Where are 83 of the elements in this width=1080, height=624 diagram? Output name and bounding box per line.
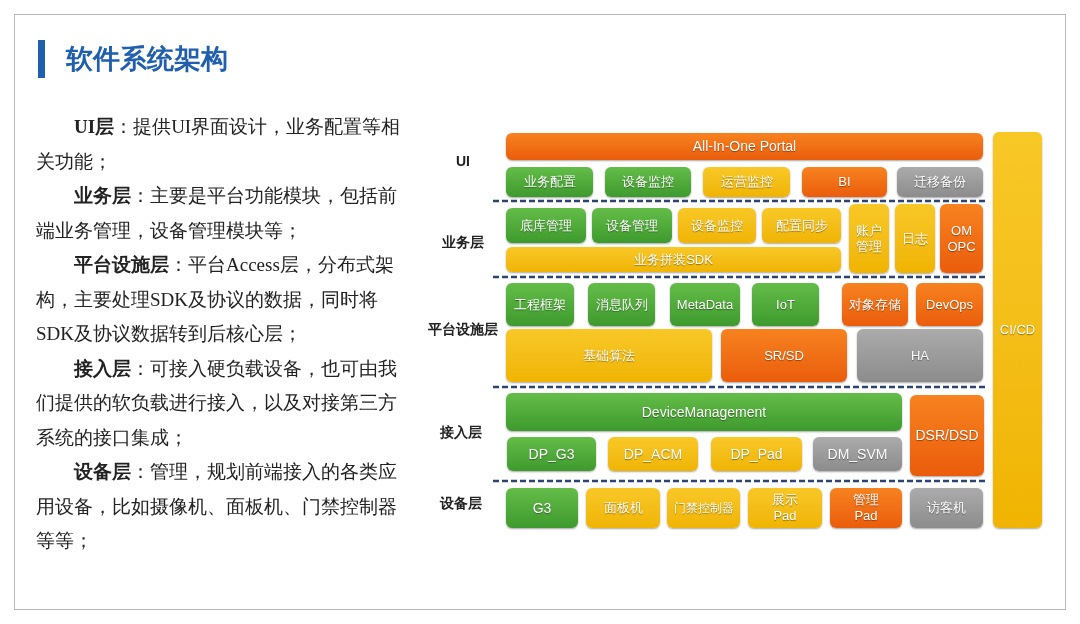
module-tile bbox=[849, 204, 889, 273]
module-label: 配置同步 bbox=[775, 217, 828, 234]
module-tile bbox=[842, 283, 908, 326]
module-tile bbox=[592, 208, 672, 243]
module-label: 工程框架 bbox=[514, 296, 566, 313]
module-tile bbox=[897, 167, 983, 197]
module-tile bbox=[506, 393, 902, 431]
module-tile bbox=[813, 437, 902, 471]
module-tile bbox=[506, 283, 574, 326]
module-tile bbox=[762, 208, 841, 243]
layer-label: UI bbox=[456, 151, 470, 171]
module-label: 门禁控制器 bbox=[673, 500, 734, 516]
module-tile bbox=[802, 167, 887, 197]
module-label: 设备管理 bbox=[606, 217, 658, 234]
module-label: 面板机 bbox=[603, 500, 643, 516]
module-tile bbox=[605, 167, 691, 197]
module-tile bbox=[506, 167, 593, 197]
module-tile bbox=[506, 133, 983, 160]
vertical-bar bbox=[993, 132, 1042, 528]
module-label: 迁移备份 bbox=[914, 174, 966, 190]
module-label: All-In-One Portal bbox=[692, 138, 797, 155]
layer-label: 平台设施层 bbox=[428, 319, 498, 339]
module-tile bbox=[506, 208, 586, 243]
module-tile bbox=[830, 488, 902, 528]
module-label: DSR/DSD bbox=[915, 427, 979, 444]
module-tile bbox=[506, 247, 841, 272]
module-label: 消息队列 bbox=[595, 296, 648, 313]
description-paragraph: 平台设施层：平台Access层，分布式架构，主要处理SDK及协议的数据，同时将SDK及协议数据转到后核心层； bbox=[36, 253, 395, 346]
description-paragraph: 设备层：管理，规划前端接入的各类应用设备，比如摄像机、面板机、门禁控制器等等； bbox=[36, 460, 398, 553]
module-tile bbox=[670, 283, 740, 326]
module-tile bbox=[721, 329, 847, 382]
module-label: DeviceManagement bbox=[641, 403, 767, 421]
description-paragraph: 接入层：可接入硬负载设备，也可由我们提供的软负载进行接入，以及对接第三方系统的接口集成； bbox=[36, 356, 398, 450]
slide-title: 软件系统架构 bbox=[66, 43, 228, 76]
module-label: 账户管理 bbox=[855, 222, 883, 255]
module-tile bbox=[703, 167, 790, 197]
description-paragraph: 业务层：主要是平台功能模块，包括前端业务管理，设备管理模块等； bbox=[36, 184, 398, 243]
module-label: 日志 bbox=[902, 230, 928, 247]
module-label: 对象存储 bbox=[849, 296, 901, 313]
layer-label: 接入层 bbox=[440, 422, 482, 442]
module-tile bbox=[678, 208, 756, 243]
module-tile bbox=[748, 488, 822, 528]
module-tile bbox=[940, 204, 983, 273]
module-tile bbox=[667, 488, 740, 528]
module-tile bbox=[916, 283, 983, 326]
module-tile bbox=[711, 437, 802, 471]
module-tile bbox=[910, 395, 984, 476]
module-tile bbox=[506, 329, 712, 382]
module-label: 业务拼装SDK bbox=[634, 251, 713, 268]
module-tile bbox=[752, 283, 819, 326]
module-label: DP_ACM bbox=[623, 445, 683, 463]
module-tile bbox=[586, 488, 660, 528]
module-label: 展示Pad bbox=[771, 492, 799, 524]
module-label: DM_SVM bbox=[827, 445, 888, 463]
module-label: 业务配置 bbox=[523, 174, 576, 190]
module-label: DevOps bbox=[926, 296, 973, 313]
module-label: MetaData bbox=[676, 296, 734, 313]
module-label: 访客机 bbox=[927, 500, 966, 516]
module-label: IoT bbox=[776, 296, 795, 313]
module-tile bbox=[895, 204, 935, 273]
module-tile bbox=[857, 329, 983, 382]
module-tile bbox=[588, 283, 655, 326]
module-tile bbox=[506, 488, 578, 528]
module-label: SR/SD bbox=[764, 347, 804, 364]
module-label: BI bbox=[838, 174, 851, 190]
module-label: DP_Pad bbox=[730, 445, 783, 463]
module-tile bbox=[507, 437, 596, 471]
module-label: G3 bbox=[532, 499, 552, 517]
module-label: 管理Pad bbox=[852, 492, 880, 524]
module-label: HA bbox=[910, 347, 930, 364]
module-label: 运营监控 bbox=[720, 174, 773, 190]
module-label: 基础算法 bbox=[583, 347, 635, 364]
module-label: 设备监控 bbox=[691, 217, 743, 234]
module-tile bbox=[608, 437, 698, 471]
layer-label: 业务层 bbox=[442, 232, 484, 252]
module-label: CI/CD bbox=[999, 322, 1036, 338]
module-label: 底库管理 bbox=[520, 217, 572, 234]
layer-label: 设备层 bbox=[440, 493, 482, 513]
module-label: DP_G3 bbox=[528, 445, 575, 463]
module-label: OM OPC bbox=[946, 222, 977, 255]
module-tile bbox=[910, 488, 983, 528]
module-label: 设备监控 bbox=[622, 174, 674, 190]
description-paragraph: UI层：提供UI界面设计，业务配置等相关功能； bbox=[36, 115, 402, 174]
